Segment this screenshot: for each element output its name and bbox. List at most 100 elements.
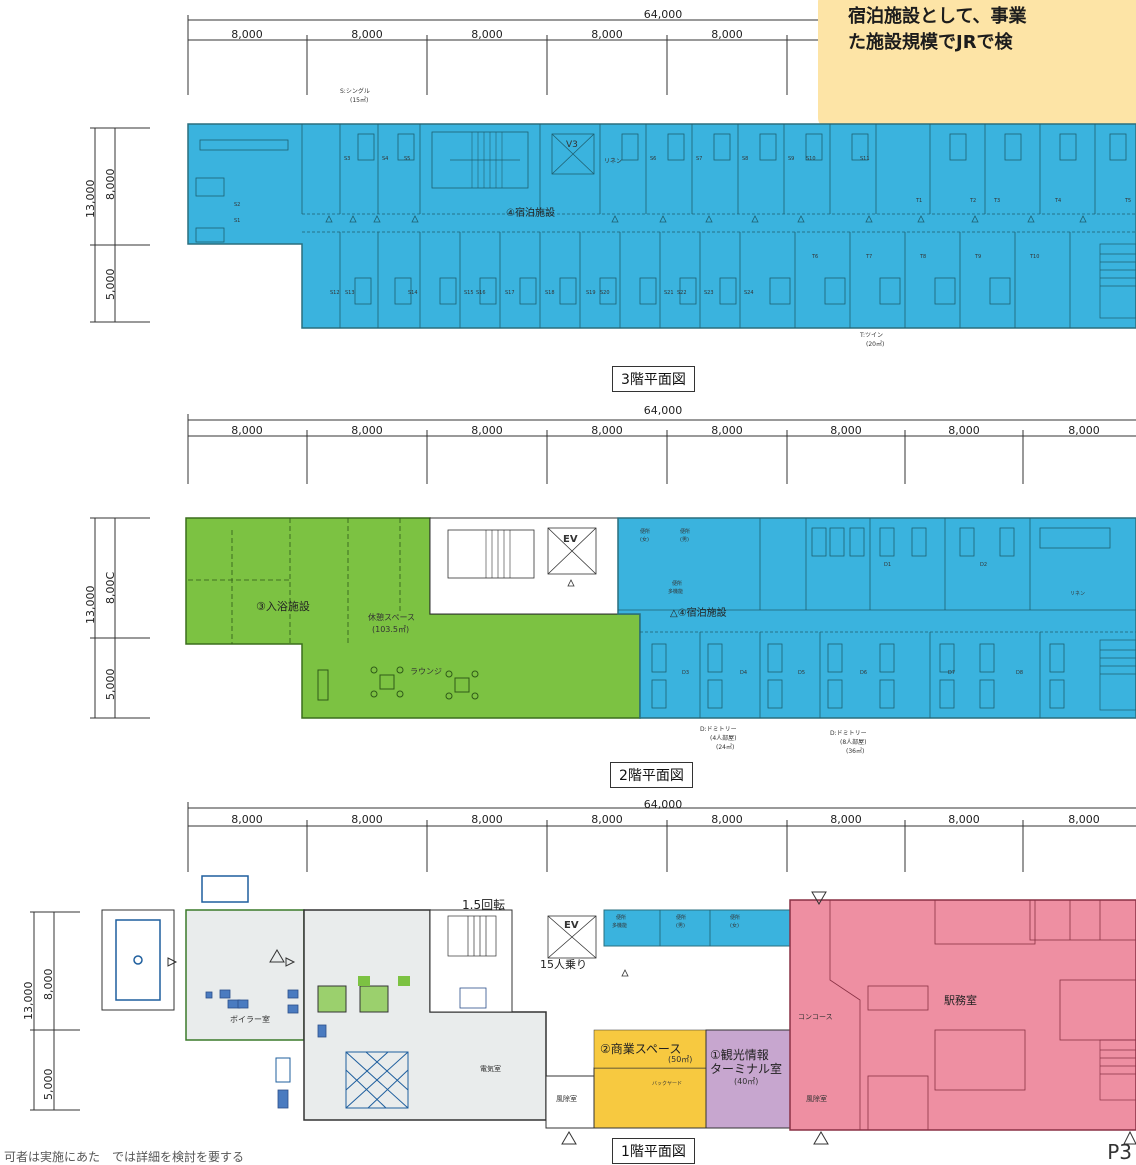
floor3-twin-T8: T8 <box>920 254 927 260</box>
floor1-plan <box>30 802 1136 1145</box>
callout-line-2: た施設規模でJRで検 <box>848 32 1013 54</box>
floor3-room-S5: S5 <box>404 156 411 162</box>
floor2-note-dorm8: D:ドミトリー <box>830 730 867 737</box>
floor1-station-partitions <box>829 899 1136 1131</box>
floor2-bay-dim-2: 8,000 <box>351 424 383 437</box>
floor3-door-marks <box>325 215 1087 223</box>
floor1-stair <box>447 915 497 957</box>
floor2-note-dorm8-c: (36㎡) <box>846 748 865 755</box>
floor2-bunks <box>651 527 1065 709</box>
floor1-windbreak-label: 風除室 <box>556 1095 577 1103</box>
floor1-total-dim: 64,000 <box>643 798 683 811</box>
floor2-room-D7: D7 <box>948 670 956 676</box>
floor1-tourist-terminal <box>705 1029 791 1129</box>
floor3-elevator-label: V3 <box>566 140 578 150</box>
floor1-outdoor-tank <box>101 909 175 1011</box>
floor3-bay-dim-2: 8,000 <box>351 28 383 41</box>
floor1-caption: 1階平面図 <box>612 1138 695 1164</box>
floor2-side-dims <box>90 517 150 719</box>
floor1-stair-void <box>429 909 513 1013</box>
floor3-note-twin-area: (20㎡) <box>866 341 885 348</box>
floor3-room-S17: S17 <box>505 290 515 296</box>
floor1-toilets <box>603 909 791 947</box>
floor2-stair <box>447 529 535 579</box>
floor2-plan <box>90 414 1136 719</box>
floor2-lodging-area <box>617 517 1136 719</box>
floor1-side-lower: 5,000 <box>42 1068 55 1101</box>
floor3-room-S4: S4 <box>382 156 389 162</box>
floor3-room-S14: S14 <box>408 290 418 296</box>
floor1-toilet-f2: (女) <box>730 923 739 929</box>
floor3-twin-T5: T5 <box>1125 198 1132 204</box>
floor3-note-twin: T:ツイン <box>860 332 884 339</box>
floor3-bay-dim-4: 8,000 <box>591 28 623 41</box>
floor2-bay-dim-3: 8,000 <box>471 424 503 437</box>
floor1-bay-dim-5: 8,000 <box>711 813 743 826</box>
floor2-note-dorm8-b: (8人部屋) <box>840 739 867 746</box>
floor2-room-D3: D3 <box>682 670 690 676</box>
floor2-toilet-multi: 便所 <box>672 581 683 587</box>
floor1-tank-small <box>275 1057 291 1083</box>
callout-bubble <box>818 0 1136 128</box>
floor1-bay-dim-4: 8,000 <box>591 813 623 826</box>
floor1-tourist-label-1: ①観光情報 <box>710 1048 769 1062</box>
floor1-side-dims <box>30 911 80 1111</box>
floor3-room-S12: S12 <box>330 290 340 296</box>
floor3-room-S1: S1 <box>234 218 241 224</box>
floor2-toilet-m: 便所 <box>680 529 691 535</box>
floor2-room-D2: D2 <box>980 562 988 568</box>
floor2-note-dorm4: D:ドミトリー <box>700 726 737 733</box>
floor3-plan <box>90 15 1136 329</box>
floor3-lodging-area <box>187 123 1136 329</box>
floor3-note-single-area: (15㎡) <box>350 97 369 104</box>
floor2-total-dim: 64,000 <box>643 404 683 417</box>
floor1-commercial-area: (50㎡) <box>668 1055 693 1064</box>
floor1-bay-dim-1: 8,000 <box>231 813 263 826</box>
floor3-total-dim: 64,000 <box>643 8 683 21</box>
floor3-room-S21: S21 <box>664 290 674 296</box>
floor2-rest-space-area: (103.5㎡) <box>372 625 410 634</box>
floor2-side-upper: 8,00C <box>104 571 117 604</box>
floor1-elevator-label: EV <box>564 920 579 931</box>
floor1-stair-note: 1.5回転 <box>462 898 506 912</box>
floor3-twin-T1: T1 <box>916 198 923 204</box>
floor3-room-S3: S3 <box>344 156 351 162</box>
floor1-elevator <box>547 915 629 977</box>
floor2-bath-label: ③入浴施設 <box>256 600 310 613</box>
floor3-room-S24: S24 <box>744 290 754 296</box>
floor3-room-S8: S8 <box>742 156 749 162</box>
floor1-station-office: 駅務室 <box>944 994 977 1007</box>
floor2-room-D4: D4 <box>740 670 748 676</box>
floor2-stair-void <box>429 517 619 615</box>
floor1-outdoor-unit <box>201 875 249 903</box>
floor2-room-D5: D5 <box>798 670 806 676</box>
floor3-twin-T6: T6 <box>812 254 819 260</box>
floor1-side-upper: 8,000 <box>42 968 55 1001</box>
callout-text: 宿泊施設として、事業 た施設規模でJRで検 <box>848 4 1027 56</box>
floor3-linen: リネン <box>604 158 623 165</box>
floor1-toilet-m: 便所 <box>676 915 687 921</box>
floor1-toilet-m2: (男) <box>676 923 685 929</box>
floor2-linen: リネン <box>1070 591 1086 597</box>
floor2-rest-space: 休憩スペース <box>368 613 416 622</box>
floor3-bay-dim-3: 8,000 <box>471 28 503 41</box>
floor3-bay-ticks <box>187 15 788 95</box>
floor1-elevator-capacity: 15人乗り <box>540 958 587 971</box>
floor2-toilet-m2: (男) <box>680 537 689 543</box>
floor2-toilet-f: 便所 <box>640 529 651 535</box>
floor1-station-area <box>789 899 1136 1131</box>
floor2-bay-dim-1: 8,000 <box>231 424 263 437</box>
floor2-elevator-label: EV <box>563 534 578 545</box>
floor3-twin-T10: T10 <box>1030 254 1040 260</box>
floor1-bay-dim-6: 8,000 <box>830 813 862 826</box>
floor2-side-total: 13,000 <box>84 585 97 625</box>
floor1-entrance-marks <box>167 891 1136 1145</box>
floor3-room-S6: S6 <box>650 156 657 162</box>
floor3-caption: 3階平面図 <box>612 366 695 392</box>
floor3-room-S9: S9 <box>788 156 795 162</box>
floor1-transformer-grid <box>345 1051 409 1109</box>
floor2-note-dorm4-c: (24㎡) <box>716 744 735 751</box>
floor3-side-total: 13,000 <box>84 179 97 219</box>
floor2-bay-dim-5: 8,000 <box>711 424 743 437</box>
floor1-bay-dim-7: 8,000 <box>948 813 980 826</box>
